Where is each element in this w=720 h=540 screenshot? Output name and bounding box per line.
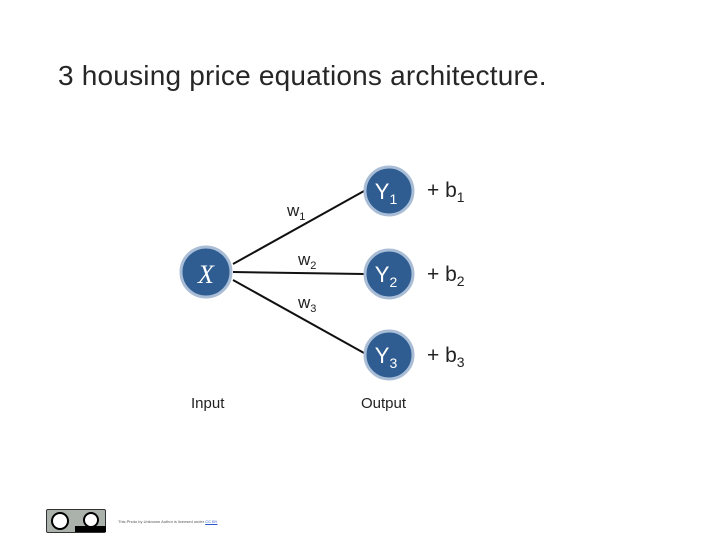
license-footer: This Photo by Unknown Author is licensed… [46, 508, 217, 534]
cc-by-icon[interactable] [46, 509, 106, 533]
input-node-label: X [197, 260, 215, 289]
output-node-y3 [363, 329, 415, 381]
output-node-y2-label: Y2 [375, 262, 398, 290]
license-text: This Photo by Unknown Author is licensed… [118, 518, 218, 524]
weight-w3-label: w3 [297, 293, 316, 315]
bias-b3-label: + b3 [427, 344, 465, 370]
output-node-y2 [363, 248, 415, 300]
output-node-y1-label: Y1 [375, 179, 398, 207]
slide-title: 3 housing price equations architecture. [58, 60, 547, 91]
edge-x-y3 [232, 279, 365, 354]
edge-x-y1 [232, 190, 365, 265]
bias-b2-label: + b2 [427, 263, 465, 289]
license-link[interactable]: CC BY [205, 518, 218, 524]
weight-w2-label: w2 [297, 250, 316, 272]
bias-b1-label: + b1 [427, 179, 465, 205]
edge-x-y2 [232, 271, 365, 275]
output-node-y3-label: Y3 [375, 343, 398, 371]
weight-w1-label: w1 [286, 201, 305, 223]
output-node-y1 [363, 165, 415, 217]
input-node [179, 245, 233, 299]
input-label: Input [191, 395, 225, 412]
output-label: Output [361, 395, 407, 412]
